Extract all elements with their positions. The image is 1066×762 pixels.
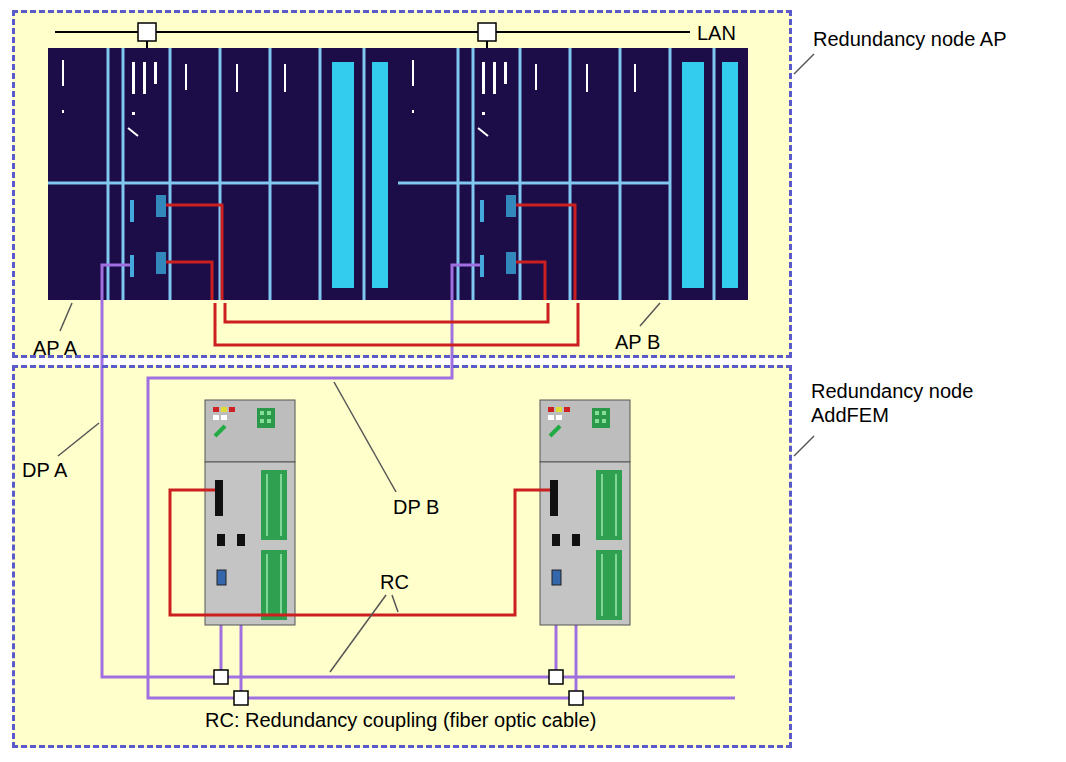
node-heading: Redundancy node AP xyxy=(813,27,1007,51)
rc-fiber xyxy=(170,490,550,615)
node-heading: Redundancy node AddFEM xyxy=(811,379,1026,427)
drawing-part xyxy=(569,691,583,705)
node-ground xyxy=(12,365,792,748)
leader-line xyxy=(58,54,814,672)
note: RC: Redundancy coupling (fiber optic cab… xyxy=(205,708,596,732)
drawing-part xyxy=(516,205,575,300)
bus-tap xyxy=(214,670,583,705)
drawing-part xyxy=(166,205,222,300)
redundancy-coupling xyxy=(225,303,548,322)
drawing-part xyxy=(138,23,156,41)
drawing-part xyxy=(478,23,496,41)
redundancy-coupling xyxy=(215,303,578,345)
node-heading: AP B xyxy=(615,330,660,354)
signal-name: DP A xyxy=(22,458,67,482)
drawing-part xyxy=(60,303,72,331)
drawing-part xyxy=(148,265,735,698)
node-heading: AP A xyxy=(33,336,77,360)
rack-ap-b xyxy=(398,48,748,300)
drawing-part xyxy=(330,595,386,672)
drawing-part xyxy=(516,262,545,300)
addfem-module xyxy=(540,400,630,625)
drawing-part xyxy=(214,670,228,684)
addfem-module xyxy=(205,400,295,625)
drawing-part xyxy=(392,595,398,612)
rc-stub xyxy=(166,205,575,300)
drawing-part xyxy=(794,436,814,456)
redundancy-node: Redundancy node AddFEM xyxy=(12,365,792,748)
dp-line xyxy=(102,265,735,698)
signal-name: DP B xyxy=(393,495,439,519)
drawing-part xyxy=(234,691,248,705)
drawing-part xyxy=(640,303,660,326)
drawing-part xyxy=(58,423,99,456)
drawing-part xyxy=(334,382,396,492)
automation-system-rack: AP B xyxy=(401,51,751,303)
part-name: RC xyxy=(380,570,409,594)
drawing-part xyxy=(549,670,563,684)
automation-system-rack: AP A xyxy=(51,51,401,303)
rack-ap-a xyxy=(48,48,398,300)
drawing-part xyxy=(166,262,212,300)
node-ground xyxy=(12,10,792,358)
bus-name: LAN xyxy=(697,21,736,45)
redundancy-node: Redundancy node APAP AAP B xyxy=(12,10,792,358)
drawing-part xyxy=(794,54,814,74)
drawing-part xyxy=(102,265,735,677)
